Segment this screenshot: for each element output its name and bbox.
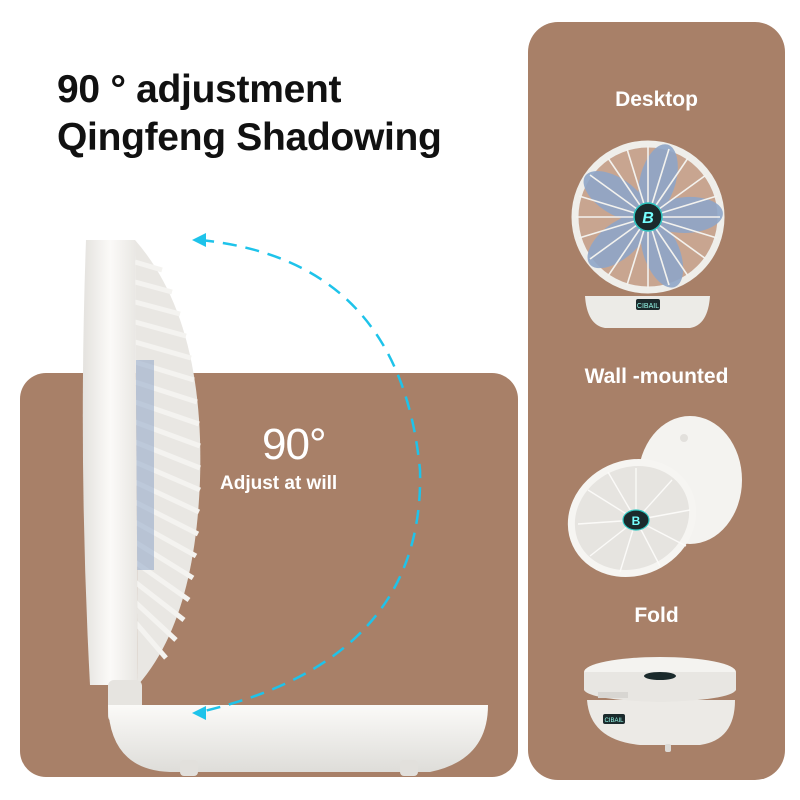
- svg-text:B: B: [642, 210, 654, 227]
- mode-label-wall-mounted: Wall -mounted: [584, 365, 729, 388]
- headline: 90 ° adjustment Qingfeng Shadowing: [57, 66, 442, 162]
- mode-label-desktop: Desktop: [615, 88, 698, 111]
- svg-text:CIBAIL: CIBAIL: [637, 303, 659, 310]
- headline-line-1: 90 ° adjustment: [57, 68, 342, 111]
- desktop-fan-icon: CIBAIL B: [571, 140, 725, 328]
- svg-text:B: B: [632, 514, 641, 528]
- mode-label-fold: Fold: [634, 604, 679, 627]
- wall-mounted-fan-icon: B: [567, 416, 742, 578]
- headline-line-2: Qingfeng Shadowing: [57, 116, 442, 159]
- dashed-curved-arrow-icon: [199, 238, 422, 714]
- folded-fan-icon: CIBAIL: [584, 657, 736, 752]
- angle-value: 90°: [262, 420, 327, 469]
- angle-caption: Adjust at will: [220, 473, 338, 494]
- svg-text:CIBAIL: CIBAIL: [604, 718, 624, 724]
